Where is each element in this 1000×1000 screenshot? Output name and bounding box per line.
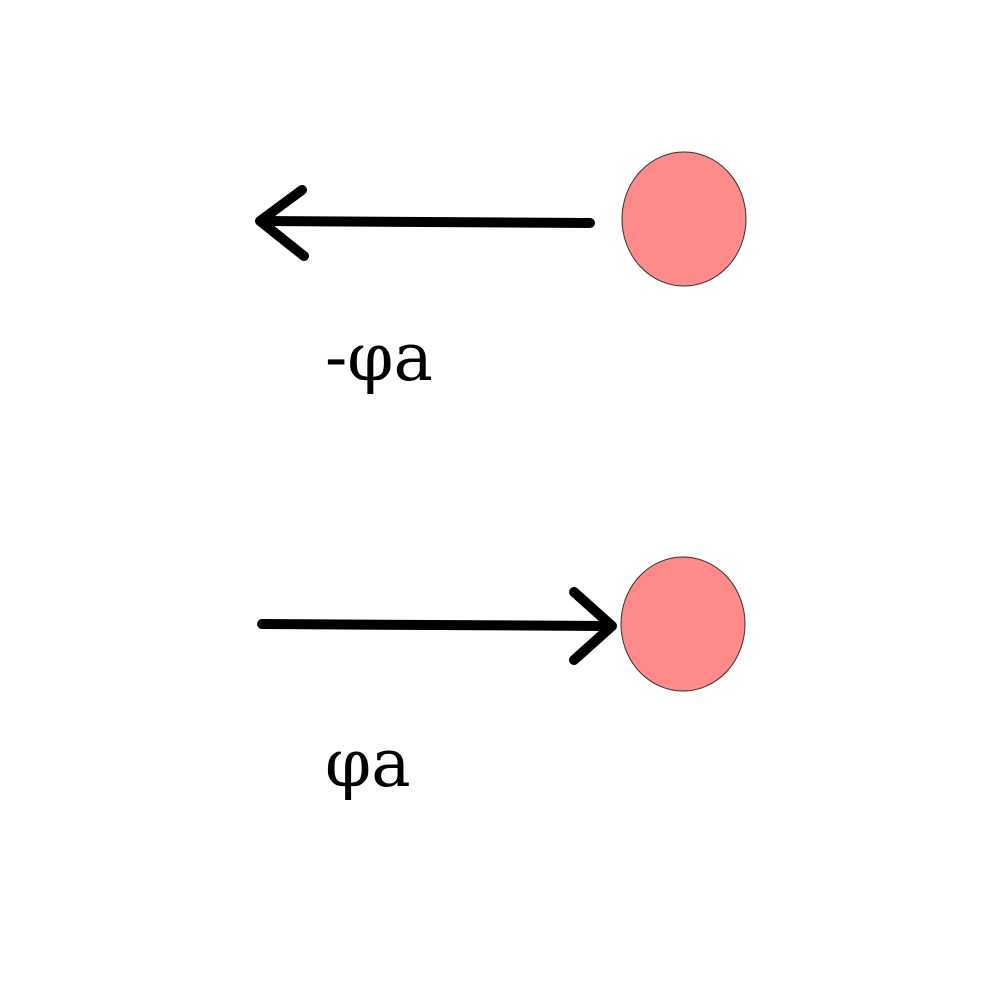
bottom-ball	[620, 556, 746, 692]
bottom-arrow-head	[569, 587, 617, 665]
top-label: -φa	[325, 319, 433, 396]
bottom-arrow-shaft	[257, 619, 611, 631]
top-group: -φa	[255, 151, 747, 396]
top-arrow-shaft	[257, 216, 595, 228]
bottom-group: φa	[257, 556, 746, 802]
top-ball	[621, 151, 747, 287]
top-arrow-head	[255, 185, 309, 261]
bottom-label: φa	[325, 725, 411, 802]
